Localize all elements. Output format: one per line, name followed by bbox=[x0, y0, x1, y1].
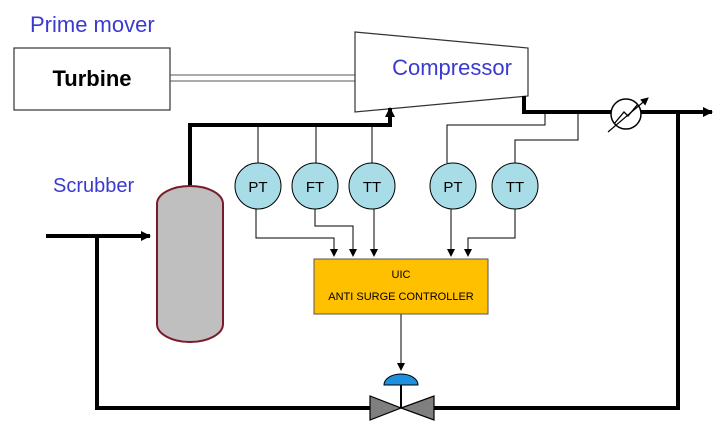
controller-name: ANTI SURGE CONTROLLER bbox=[328, 291, 474, 303]
ft-suction-label: FT bbox=[306, 179, 324, 196]
recycle-pipe-left bbox=[95, 236, 370, 410]
pt-discharge-bubble bbox=[429, 162, 477, 210]
valve-body-left bbox=[369, 395, 403, 421]
recycle-pipe-right bbox=[434, 112, 680, 410]
pt-suction-bubble bbox=[234, 162, 282, 210]
compressor-label: Compressor bbox=[392, 55, 512, 80]
scrubber-label: Scrubber bbox=[53, 175, 134, 197]
instruments bbox=[234, 162, 539, 210]
tt-suction-bubble bbox=[348, 162, 396, 210]
pt-discharge-label: PT bbox=[443, 179, 462, 196]
cooler bbox=[607, 97, 649, 133]
tt-discharge-bubble bbox=[491, 162, 539, 210]
process-piping bbox=[46, 96, 713, 410]
tt-discharge-tap bbox=[514, 112, 579, 163]
cooler-arrow bbox=[607, 97, 649, 133]
signal-lines bbox=[255, 112, 579, 371]
pt-suction-label: PT bbox=[248, 179, 267, 196]
tt-discharge-label: TT bbox=[506, 179, 524, 196]
ft-suction-bubble bbox=[291, 162, 339, 210]
ft-suction-signal bbox=[314, 209, 357, 257]
discharge-pipe bbox=[522, 96, 612, 114]
suction-pipe bbox=[188, 107, 395, 186]
anti-surge-controller-box bbox=[313, 258, 489, 315]
controller-tag: UIC bbox=[392, 269, 411, 281]
recycle-valve bbox=[369, 373, 435, 421]
valve-body-right bbox=[399, 395, 435, 421]
tt-suction-label: TT bbox=[363, 179, 381, 196]
compressor-shape bbox=[354, 31, 529, 113]
scrubber-vessel bbox=[156, 185, 224, 343]
valve-actuator bbox=[383, 373, 419, 386]
tt-discharge-signal bbox=[464, 209, 516, 257]
pt-discharge-tap bbox=[446, 112, 546, 163]
turbine-label: Turbine bbox=[52, 66, 131, 91]
turbine-box bbox=[13, 47, 171, 111]
prime-mover-label: Prime mover bbox=[30, 12, 155, 37]
pt-suction-signal bbox=[255, 209, 338, 257]
